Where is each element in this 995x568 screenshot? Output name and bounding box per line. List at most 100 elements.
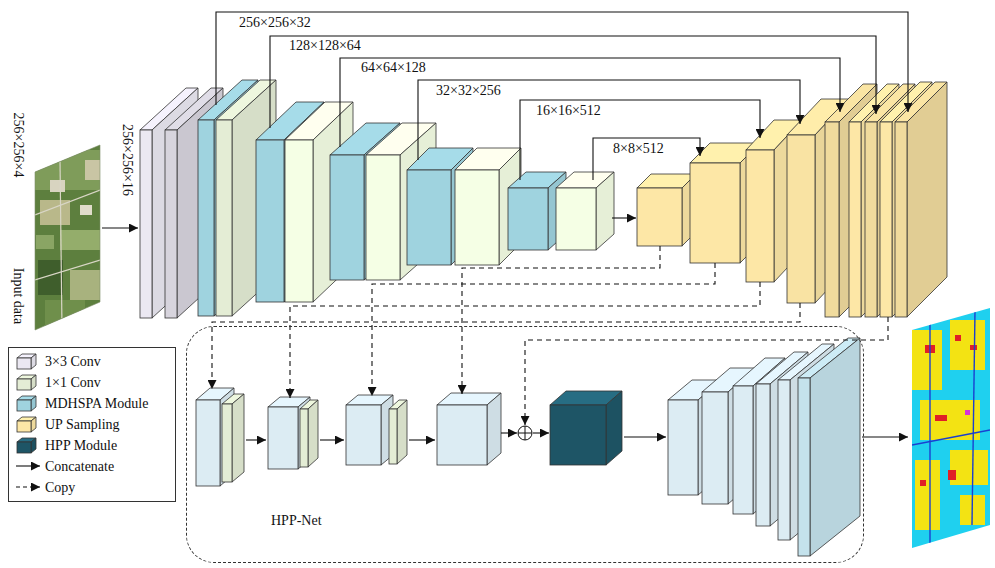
label-anchor: Input data: [10, 267, 26, 325]
concatenate-arrow: [520, 100, 760, 180]
cube-front: [865, 122, 877, 317]
dimension-label: 32×32×256: [435, 83, 502, 99]
flow-arrow: [246, 439, 266, 440]
swatch-side: [31, 417, 36, 432]
map-ground: [905, 300, 995, 555]
concatenate-arrow: [593, 138, 700, 180]
copy-arrow: [525, 317, 888, 425]
wires: [102, 12, 908, 440]
dimension-label: 128×128×64: [288, 38, 362, 54]
copy-arrow: [212, 303, 800, 389]
cube-front: [798, 378, 810, 556]
input-image: [30, 140, 105, 335]
cube-front: [196, 400, 220, 486]
label-anchor: 64×64×128: [360, 60, 427, 76]
cube-front: [366, 155, 400, 280]
legend-text: Copy: [45, 479, 75, 497]
map-patch: [935, 415, 947, 421]
layer-block: [798, 338, 860, 556]
cube-front: [756, 384, 770, 526]
legend-swatch: [17, 358, 31, 369]
cube-front: [437, 405, 487, 465]
cube-side: [232, 394, 244, 482]
legend-row: UP Sampling: [9, 415, 175, 433]
image-road: [35, 260, 100, 280]
cube-front: [455, 170, 499, 265]
dimension-label: 16×16×512: [535, 103, 602, 119]
cube-front: [407, 170, 451, 265]
map-patch: [912, 330, 942, 390]
legend-text: Concatenate: [45, 458, 114, 476]
legend-sample: [14, 436, 42, 454]
flow-arrow: [501, 432, 517, 433]
cube-front: [198, 120, 214, 316]
cube-side: [308, 400, 318, 467]
legend-sample: [14, 478, 42, 496]
layer-block: [389, 400, 407, 464]
cube-front: [222, 404, 232, 482]
flow-arrow: [102, 227, 138, 228]
swatch-side: [31, 396, 36, 411]
cube-side: [606, 391, 622, 465]
map-line: [912, 430, 990, 445]
map-patch: [950, 320, 985, 370]
image-road: [60, 160, 62, 330]
cube-front: [733, 386, 753, 514]
layer-block: [437, 393, 501, 465]
cube-front: [787, 135, 815, 303]
map-patch: [915, 460, 940, 530]
legend-swatch: [17, 400, 31, 411]
layer-block: [550, 391, 622, 465]
flow-arrow: [533, 432, 549, 433]
cube-front: [285, 140, 313, 302]
concatenate-arrow: [418, 80, 800, 160]
cube-front: [268, 407, 298, 469]
legend-text: MDHSPA Module: [45, 395, 148, 413]
layer-block: [895, 82, 947, 317]
flow-arrow: [862, 436, 908, 437]
cube-front: [550, 405, 606, 465]
cube-front: [216, 120, 232, 316]
legend-text: HPP Module: [45, 437, 117, 455]
cube-front: [165, 130, 177, 318]
cube-front: [637, 188, 682, 246]
legend-sample: [14, 394, 42, 412]
flow-arrow: [612, 217, 636, 218]
cube-front: [690, 163, 740, 263]
legend-arrow: [16, 465, 40, 466]
cube-side: [596, 172, 614, 250]
image-patch: [80, 205, 92, 215]
dimension-label: 256×256×32: [238, 15, 312, 31]
label-anchor: 256×256×4: [10, 112, 26, 179]
cube-front: [256, 140, 284, 302]
dimension-label: 8×8×512: [612, 141, 665, 157]
image-patch: [45, 300, 85, 330]
cube-front: [330, 155, 364, 280]
layer-block: [346, 395, 393, 465]
legend-row: 3×3 Conv: [9, 352, 175, 370]
image-patch: [60, 230, 100, 250]
cube-front: [389, 409, 397, 464]
image-patch: [70, 270, 100, 300]
layer-block: [165, 88, 223, 318]
map-patch: [948, 470, 956, 480]
layer-block: [300, 400, 318, 467]
cube-side: [397, 400, 407, 464]
cube-side: [487, 393, 501, 465]
legend-row: 1×1 Conv: [9, 373, 175, 391]
image-patch: [35, 150, 105, 190]
swatch-side: [31, 354, 36, 369]
legend-sample: [14, 373, 42, 391]
label-anchor: 16×16×512: [535, 103, 602, 119]
cube-front: [746, 150, 774, 282]
legend-row: MDHSPA Module: [9, 394, 175, 412]
flow-arrow: [320, 439, 344, 440]
cube-front: [880, 122, 892, 317]
legend-swatch: [17, 421, 31, 432]
sum-circle: [518, 426, 532, 440]
image-ground: [30, 140, 105, 335]
swatch-side: [31, 438, 36, 453]
image-patch: [85, 160, 100, 180]
cube-side: [907, 82, 947, 317]
